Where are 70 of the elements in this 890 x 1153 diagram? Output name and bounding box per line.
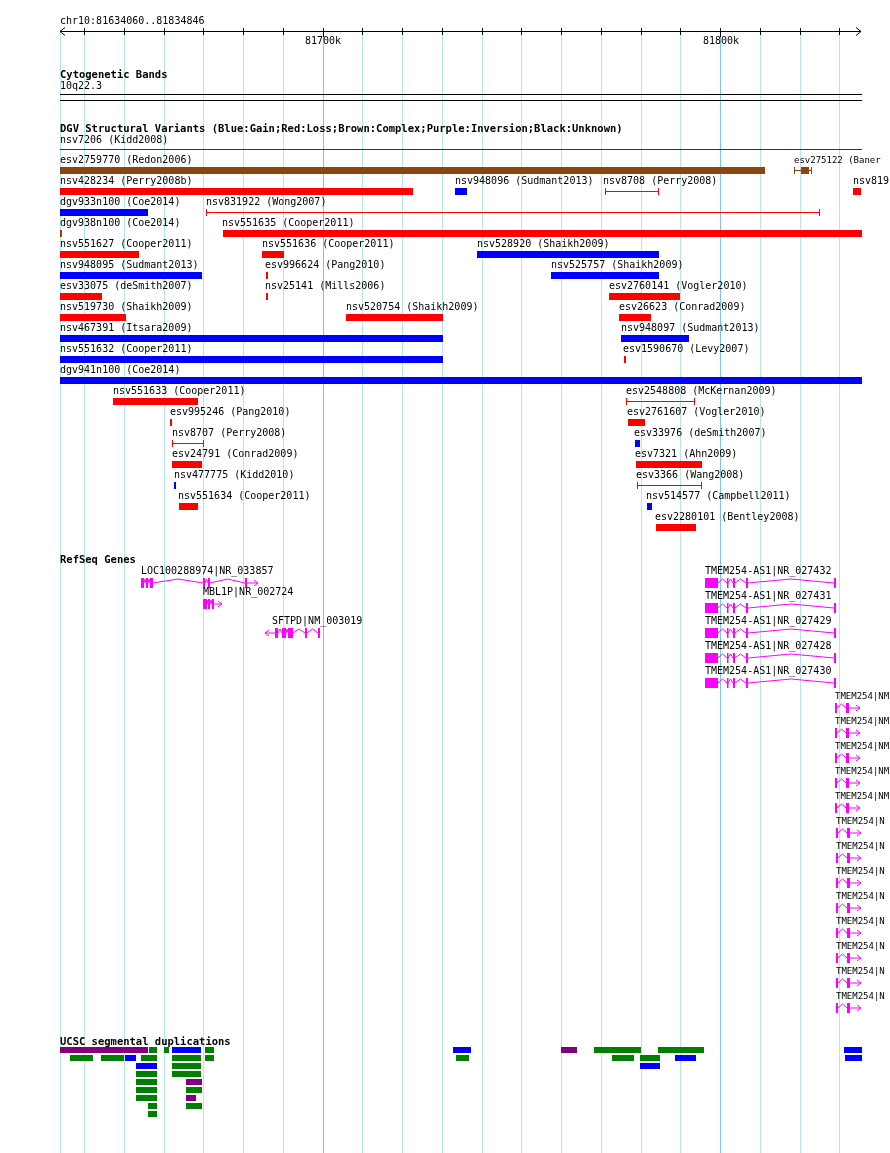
variant-label: nsv551627 (Cooper2011) [60,238,193,250]
gene-label: TMEM254-AS1|NR_027431 [705,590,832,602]
gene-label: TMEM254|N [836,965,885,977]
region-label: chr10:81634060..81834846 [60,15,205,27]
track-title: Cytogenetic Bands [60,68,168,80]
variant-label: nsv7206 (Kidd2008) [60,134,169,146]
gene-label: LOC100288974|NR_033857 [141,565,274,577]
gene-label: TMEM254|N [836,865,885,877]
variant-label: esv2760141 (Vogler2010) [609,280,748,292]
gene-label: TMEM254|N [836,990,885,1002]
variant-label: esv33075 (deSmith2007) [60,280,193,292]
gene-label: TMEM254|N [836,915,885,927]
gene-label: TMEM254-AS1|NR_027432 [705,565,832,577]
variant-label: esv24791 (Conrad2009) [172,448,299,460]
variant-label: nsv520754 (Shaikh2009) [346,301,479,313]
gene-label: TMEM254|NM [835,690,890,702]
gene-label: TMEM254|NM [835,715,890,727]
variant-label: nsv25141 (Mills2006) [265,280,386,292]
variant-label: esv7321 (Ahn2009) [635,448,738,460]
variant-label: nsv428234 (Perry2008b) [60,175,193,187]
variant-label: nsv551636 (Cooper2011) [262,238,395,250]
variant-label: nsv948096 (Sudmant2013) [455,175,594,187]
variant-label: nsv514577 (Campbell2011) [646,490,791,502]
variant-label: esv275122 (Baner [794,154,881,166]
variant-label: esv1590670 (Levy2007) [623,343,750,355]
variant-label: nsv477775 (Kidd2010) [174,469,295,481]
variant-label: esv26623 (Conrad2009) [619,301,746,313]
track-title: UCSC segmental duplications [60,1035,231,1047]
track-title: DGV Structural Variants (Blue:Gain;Red:Loss;Brown:Complex;Purple:Inversion;Black:Unknown) [60,122,623,134]
variant-label: nsv948097 (Sudmant2013) [621,322,760,334]
variant-label: nsv551634 (Cooper2011) [178,490,311,502]
variant-label: nsv551632 (Cooper2011) [60,343,193,355]
gene-label: TMEM254-AS1|NR_027430 [705,665,832,677]
gene-label: MBL1P|NR_002724 [203,586,294,598]
variant-label: nsv525757 (Shaikh2009) [551,259,684,271]
variant-label: esv2548808 (McKernan2009) [626,385,777,397]
variant-label: nsv551635 (Cooper2011) [222,217,355,229]
gene-label: TMEM254|NM [835,790,890,802]
variant-label: nsv8708 (Perry2008) [603,175,718,187]
track-title: RefSeq Genes [60,553,136,565]
variant-label: nsv831922 (Wong2007) [206,196,327,208]
axis-tick-label: 81800k [703,35,740,47]
variant-label: dgv941n100 (Coe2014) [60,364,181,376]
variant-label: nsv467391 (Itsara2009) [60,322,193,334]
gene-label: TMEM254-AS1|NR_027429 [705,615,832,627]
band-label: 10q22.3 [60,80,103,92]
gene-label: TMEM254|NM [835,740,890,752]
variant-label: esv2761607 (Vogler2010) [627,406,766,418]
gene-label: TMEM254|N [836,890,885,902]
variant-label: nsv551633 (Cooper2011) [113,385,246,397]
variant-label: nsv528920 (Shaikh2009) [477,238,610,250]
axis-tick-label: 81700k [305,35,342,47]
variant-label: nsv819 [853,175,890,187]
variant-label: nsv948095 (Sudmant2013) [60,259,199,271]
gene-label: SFTPD|NM_003019 [272,615,363,627]
variant-label: nsv8707 (Perry2008) [172,427,287,439]
variant-label: esv995246 (Pang2010) [170,406,291,418]
variant-label: esv2759770 (Redon2006) [60,154,193,166]
variant-label: nsv519730 (Shaikh2009) [60,301,193,313]
gene-label: TMEM254|N [836,815,885,827]
gene-label: TMEM254|NM [835,765,890,777]
gene-label: TMEM254-AS1|NR_027428 [705,640,832,652]
variant-label: esv996624 (Pang2010) [265,259,386,271]
variant-label: dgv933n100 (Coe2014) [60,196,181,208]
variant-label: esv33976 (deSmith2007) [634,427,767,439]
variant-label: esv2280101 (Bentley2008) [655,511,800,523]
variant-label: dgv938n100 (Coe2014) [60,217,181,229]
gene-label: TMEM254|N [836,940,885,952]
variant-label: esv3366 (Wang2008) [636,469,745,481]
gene-label: TMEM254|N [836,840,885,852]
